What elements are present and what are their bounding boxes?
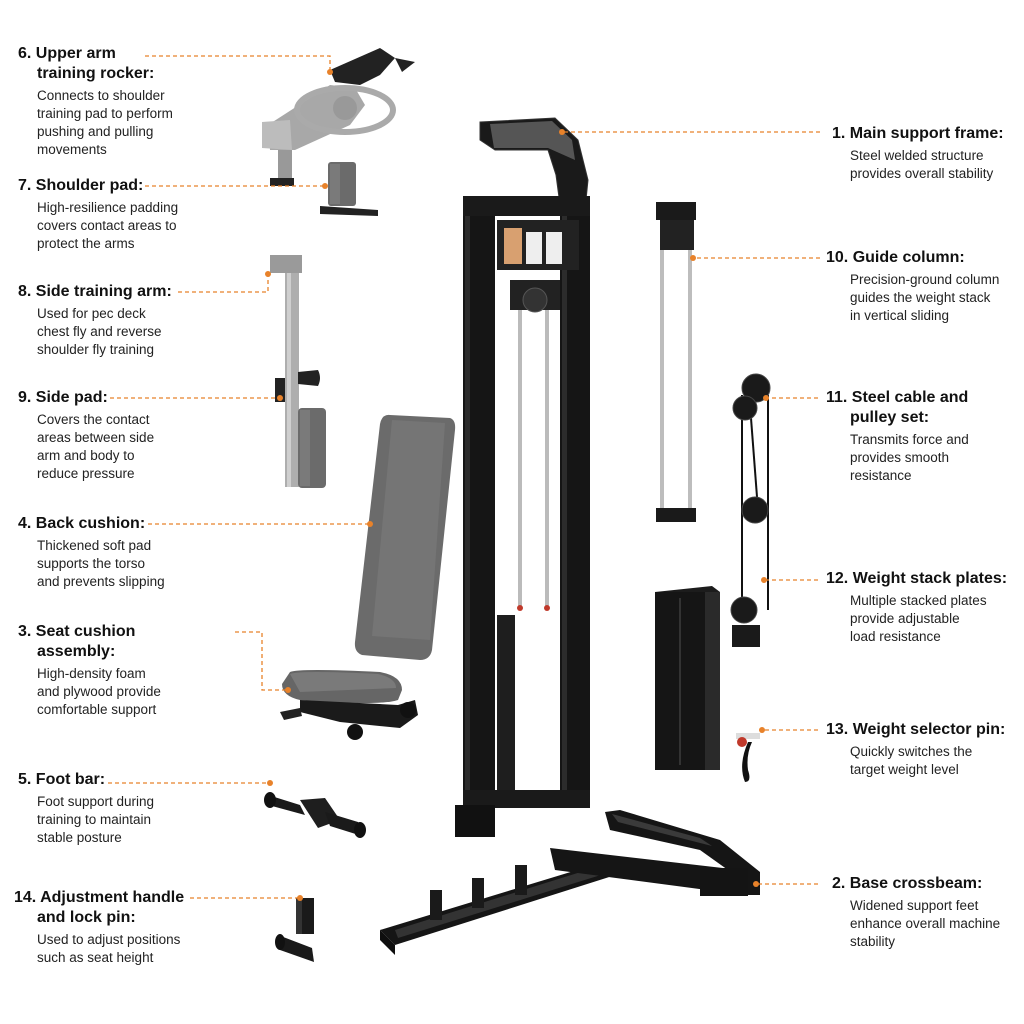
leader-dots	[265, 69, 769, 901]
callout-back-cushion: 4. Back cushion: Thickened soft pad supp…	[18, 514, 198, 591]
callout-desc: High-density foam and plywood provide co…	[37, 666, 161, 717]
callout-desc: Used for pec deck chest fly and reverse …	[37, 306, 162, 357]
foot-bar-part	[264, 792, 366, 838]
callout-selector-pin: 13. Weight selector pin: Quickly switche…	[826, 720, 1020, 779]
selector-pin-part	[736, 733, 760, 782]
callout-seat-cushion: 3. Seat cushion assembly: High-density f…	[18, 622, 198, 719]
callout-desc: Multiple stacked plates provide adjustab…	[850, 593, 987, 644]
callout-main-support-frame: 1. Main support frame: Steel welded stru…	[832, 124, 1018, 183]
callout-title: 10. Guide column:	[826, 249, 965, 266]
callout-desc: Used to adjust positions such as seat he…	[37, 932, 181, 965]
callout-desc: Precision-ground column guides the weigh…	[850, 272, 1000, 323]
base-crossbeam-part	[380, 810, 760, 955]
callout-title: 12. Weight stack plates:	[826, 570, 1008, 587]
callout-desc: Quickly switches the target weight level	[850, 744, 973, 777]
callout-title: 1. Main support frame:	[832, 125, 1004, 142]
callout-adjustment-handle: 14. Adjustment handle and lock pin: Used…	[14, 888, 204, 967]
callout-cable-pulley: 11. Steel cable and pulley set: Transmit…	[826, 388, 1018, 485]
callout-desc: Widened support feet enhance overall mac…	[850, 898, 1001, 949]
callout-title: 4. Back cushion:	[18, 515, 146, 532]
callout-title: 13. Weight selector pin:	[826, 721, 1006, 738]
shoulder-pad-part	[320, 162, 378, 216]
callout-title: 3. Seat cushion	[18, 623, 136, 640]
callout-title: 2. Base crossbeam:	[832, 875, 983, 892]
callout-desc: Steel welded structure provides overall …	[850, 148, 994, 181]
callout-shoulder-pad: 7. Shoulder pad: High-resilience padding…	[18, 176, 198, 253]
callout-title: 5. Foot bar:	[18, 771, 106, 788]
cable-pulley-part	[730, 373, 771, 647]
callout-desc: Covers the contact areas between side ar…	[37, 412, 155, 481]
callout-base-crossbeam: 2. Base crossbeam: Widened support feet …	[832, 874, 1018, 951]
guide-column-part	[656, 202, 696, 522]
side-pad-part	[298, 408, 326, 488]
callout-title: 6. Upper arm	[18, 45, 116, 62]
callout-title: assembly:	[37, 643, 116, 660]
callout-desc: Thickened soft pad supports the torso an…	[37, 538, 165, 589]
callout-desc: High-resilience padding covers contact a…	[37, 200, 179, 251]
callout-title: 8. Side training arm:	[18, 283, 172, 300]
callout-title: 9. Side pad:	[18, 389, 108, 406]
callout-title: 14. Adjustment handle	[14, 889, 185, 906]
callout-title: and lock pin:	[37, 909, 136, 926]
callout-title: pulley set:	[850, 409, 930, 426]
adjustment-handle-part	[275, 898, 314, 962]
callout-desc: Transmits force and provides smooth resi…	[850, 432, 969, 483]
callout-side-training-arm: 8. Side training arm: Used for pec deck …	[18, 282, 198, 359]
seat-cushion-part	[280, 670, 418, 740]
callout-guide-column: 10. Guide column: Precision-ground colum…	[826, 248, 1018, 325]
leader-lines	[108, 55, 820, 899]
side-training-arm-part	[270, 255, 320, 487]
callout-title: training rocker:	[37, 65, 155, 82]
callout-title: 7. Shoulder pad:	[18, 177, 144, 194]
weight-stack-part	[655, 586, 720, 770]
callout-desc: Foot support during training to maintain…	[37, 794, 155, 845]
callout-foot-bar: 5. Foot bar: Foot support during trainin…	[18, 770, 198, 847]
main-support-frame-part	[455, 117, 590, 837]
back-cushion-part	[354, 414, 456, 660]
callout-side-pad: 9. Side pad: Covers the contact areas be…	[18, 388, 198, 483]
callout-title: 11. Steel cable and	[826, 389, 969, 406]
upper-arm-rocker-part	[262, 48, 415, 186]
callout-weight-stack: 12. Weight stack plates: Multiple stacke…	[826, 569, 1020, 646]
callout-desc: Connects to shoulder training pad to per…	[37, 88, 173, 157]
callout-upper-arm-rocker: 6. Upper arm training rocker: Connects t…	[18, 44, 198, 159]
